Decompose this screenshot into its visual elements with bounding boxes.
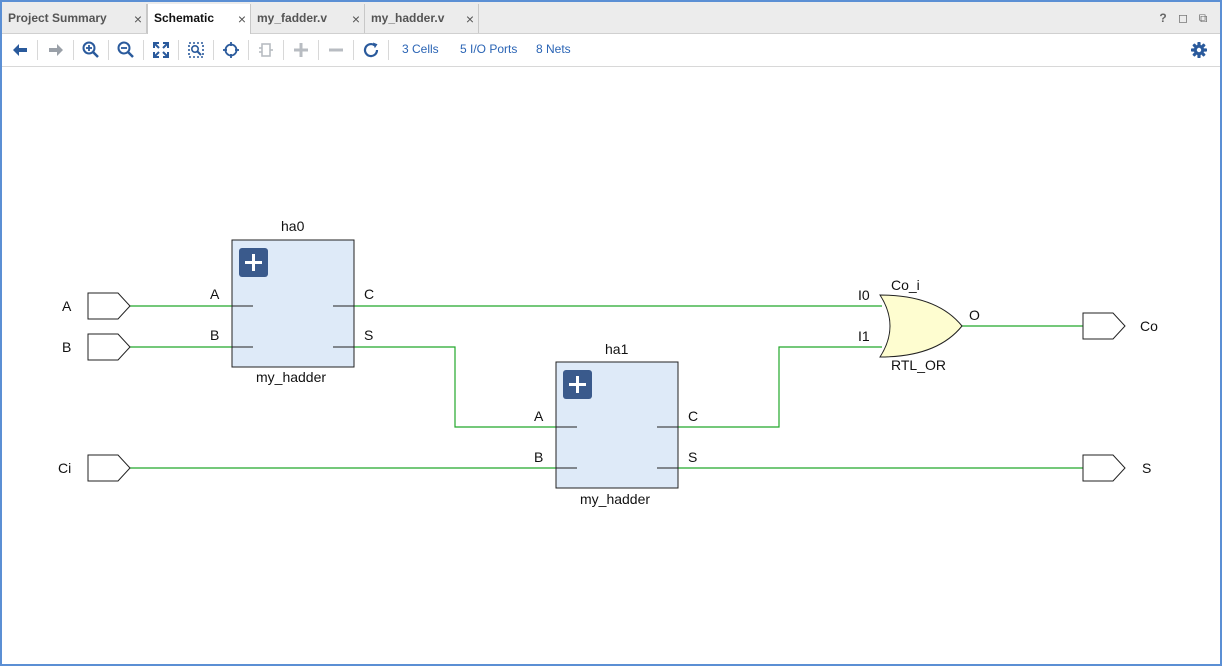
pin-label: S <box>364 327 373 343</box>
cell-instance-name: ha0 <box>281 218 305 234</box>
port-label-a: A <box>62 298 72 314</box>
close-icon[interactable]: × <box>133 11 142 27</box>
select-icon[interactable] <box>221 40 241 60</box>
input-port-ci[interactable] <box>87 454 131 482</box>
wire-ha0-s[interactable] <box>354 346 556 428</box>
pin-label: A <box>210 286 220 302</box>
cell-icon[interactable] <box>256 40 276 60</box>
port-label-b: B <box>62 339 71 355</box>
cells-count-link[interactable]: 3 Cells <box>402 42 439 56</box>
toolbar-divider <box>283 40 284 60</box>
remove-icon[interactable] <box>326 40 346 60</box>
or-gate[interactable] <box>879 294 963 358</box>
close-icon[interactable]: × <box>465 11 474 27</box>
toolbar-divider <box>108 40 109 60</box>
cell-type-name: my_hadder <box>256 369 326 385</box>
input-port-b[interactable] <box>87 333 131 361</box>
toolbar-divider <box>37 40 38 60</box>
cell-type-name: my_hadder <box>580 491 650 507</box>
schematic-canvas[interactable]: A B Ci Co S ha0 my_h <box>2 67 1220 664</box>
close-icon[interactable]: × <box>237 11 246 27</box>
help-icon[interactable]: ? <box>1159 11 1167 25</box>
zoom-area-icon[interactable] <box>186 40 206 60</box>
expand-cell-button[interactable] <box>563 370 592 399</box>
wire-ha1-c[interactable] <box>678 346 882 428</box>
gear-icon[interactable] <box>1189 40 1209 60</box>
tab-schematic[interactable]: Schematic × <box>147 4 251 34</box>
pin-label: B <box>210 327 219 343</box>
port-label-ci: Ci <box>58 460 71 476</box>
zoom-in-icon[interactable] <box>81 40 101 60</box>
pin-label: O <box>969 307 980 323</box>
pin-label: C <box>364 286 374 302</box>
tab-my-fadder[interactable]: my_fadder.v × <box>251 4 365 33</box>
output-port-co[interactable] <box>1082 312 1126 340</box>
output-port-s[interactable] <box>1082 454 1126 482</box>
zoom-out-icon[interactable] <box>116 40 136 60</box>
pin-label: A <box>534 408 544 424</box>
nets-count-link[interactable]: 8 Nets <box>536 42 571 56</box>
cell-ha0[interactable] <box>231 239 355 368</box>
tab-my-hadder[interactable]: my_hadder.v × <box>365 4 479 33</box>
maximize-icon[interactable]: ◻ <box>1178 11 1188 25</box>
close-icon[interactable]: × <box>351 11 360 27</box>
zoom-fit-icon[interactable] <box>151 40 171 60</box>
tab-project-summary[interactable]: Project Summary × <box>2 4 147 33</box>
back-icon[interactable] <box>10 40 30 60</box>
toolbar-divider <box>248 40 249 60</box>
cell-instance-name: ha1 <box>605 341 629 357</box>
refresh-icon[interactable] <box>361 40 381 60</box>
pin-label: I1 <box>858 328 870 344</box>
pin-label: B <box>534 449 543 465</box>
schematic-toolbar: 3 Cells 5 I/O Ports 8 Nets <box>2 34 1220 67</box>
gate-instance-name: Co_i <box>891 277 920 293</box>
toolbar-divider <box>318 40 319 60</box>
input-port-a[interactable] <box>87 292 131 320</box>
add-icon[interactable] <box>291 40 311 60</box>
toolbar-divider <box>353 40 354 60</box>
port-label-s: S <box>1142 460 1151 476</box>
forward-icon[interactable] <box>46 40 66 60</box>
toolbar-divider <box>388 40 389 60</box>
port-label-co: Co <box>1140 318 1158 334</box>
toolbar-divider <box>213 40 214 60</box>
toolbar-divider <box>143 40 144 60</box>
gate-type-name: RTL_OR <box>891 357 946 373</box>
toolbar-divider <box>73 40 74 60</box>
tab-label: Project Summary <box>8 11 107 25</box>
toolbar-divider <box>178 40 179 60</box>
tab-label: my_fadder.v <box>257 11 328 25</box>
tab-label: my_hadder.v <box>371 11 445 25</box>
restore-icon[interactable]: ⧉ <box>1198 11 1208 25</box>
cell-ha1[interactable] <box>555 361 679 489</box>
pin-label: S <box>688 449 697 465</box>
pin-label: C <box>688 408 698 424</box>
pin-label: I0 <box>858 287 870 303</box>
io-ports-count-link[interactable]: 5 I/O Ports <box>460 42 518 56</box>
tab-label: Schematic <box>154 11 215 25</box>
expand-cell-button[interactable] <box>239 248 268 277</box>
tab-bar: Project Summary × Schematic × my_fadder.… <box>2 2 1220 34</box>
